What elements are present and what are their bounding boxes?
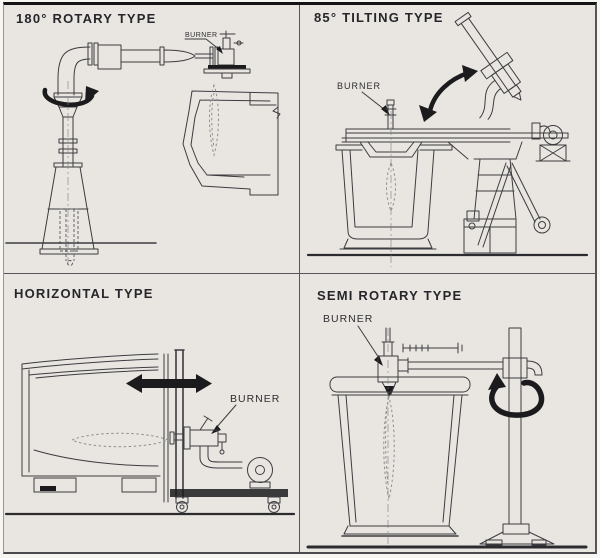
flame-tilting bbox=[386, 111, 396, 267]
tilt-arrow bbox=[419, 65, 478, 122]
flame-horizontal bbox=[70, 432, 170, 448]
tilting-arm-frame bbox=[341, 128, 569, 160]
burner-label-horizontal: BURNER bbox=[211, 393, 280, 434]
panel-title-rotary-180: 180° ROTARY TYPE bbox=[16, 11, 157, 26]
horizontal-drawing: BURNER bbox=[4, 349, 296, 516]
horizontal-burner bbox=[169, 415, 227, 455]
furnace-cross-section bbox=[182, 90, 281, 196]
tilting-85-drawing: BURNER bbox=[306, 11, 589, 267]
burner-cart bbox=[170, 489, 288, 513]
vertical-divider bbox=[299, 5, 300, 552]
semi-rotary-drawing: BURNER bbox=[306, 313, 588, 550]
horizontal-furnace bbox=[21, 353, 161, 493]
crucible bbox=[329, 376, 471, 537]
semi-rotation-arrow bbox=[488, 373, 545, 418]
burner-label-tilting: BURNER bbox=[337, 81, 390, 116]
svg-text:BURNER: BURNER bbox=[337, 81, 381, 91]
slide-arrow bbox=[126, 374, 212, 393]
panel-rotary-180: 180° ROTARY TYPE bbox=[4, 5, 298, 273]
tilted-burner-unit bbox=[454, 11, 522, 120]
burner-stem bbox=[384, 99, 397, 130]
burner-pipe bbox=[199, 445, 243, 469]
diagram-frame: 180° ROTARY TYPE bbox=[3, 2, 597, 554]
rotation-arrow bbox=[42, 86, 99, 107]
burner-label-semi: BURNER bbox=[323, 313, 383, 366]
tilting-vessel bbox=[335, 144, 453, 250]
panel-title-tilting-85: 85° TILTING TYPE bbox=[314, 10, 444, 25]
flame-rotary bbox=[209, 83, 219, 157]
panel-title-semi-rotary: SEMI ROTARY TYPE bbox=[317, 288, 463, 303]
panel-tilting-85: 85° TILTING TYPE BURNER bbox=[300, 5, 595, 273]
horizontal-divider bbox=[4, 273, 595, 274]
svg-text:BURNER: BURNER bbox=[185, 32, 218, 39]
stand-post bbox=[475, 327, 559, 547]
panel-horizontal: HORIZONTAL TYPE BURNE bbox=[4, 274, 298, 552]
door-track bbox=[163, 349, 185, 503]
panel-title-horizontal: HORIZONTAL TYPE bbox=[14, 286, 154, 301]
rotary-lance bbox=[57, 42, 213, 80]
burner-label-rotary: BURNER bbox=[184, 32, 223, 54]
burner-assembly bbox=[203, 30, 251, 79]
horizontal-blower bbox=[247, 457, 273, 489]
tilting-blower bbox=[524, 122, 571, 162]
svg-text:BURNER: BURNER bbox=[323, 313, 373, 325]
rotary-180-drawing: BURNER bbox=[5, 30, 281, 267]
tilt-cylinder bbox=[466, 162, 551, 248]
pedestal bbox=[39, 81, 99, 267]
svg-text:BURNER: BURNER bbox=[230, 393, 280, 405]
flame-semi bbox=[383, 328, 395, 550]
swing-arm bbox=[397, 342, 504, 374]
panel-semi-rotary: SEMI ROTARY TYPE BURNER bbox=[300, 274, 595, 552]
